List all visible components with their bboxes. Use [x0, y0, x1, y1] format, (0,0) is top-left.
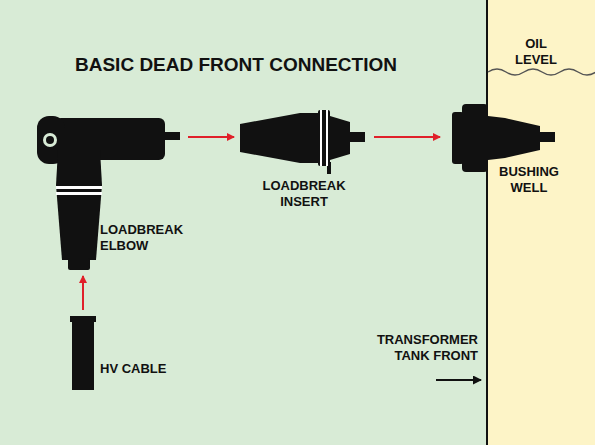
- bushing-well: [452, 104, 555, 172]
- oil-level-line: [488, 69, 595, 75]
- part-label: BUSHING WELL: [494, 164, 564, 195]
- assembly-arrow: [374, 136, 440, 138]
- elbow-band: [56, 192, 102, 195]
- assembly-arrow: [82, 276, 84, 310]
- part-label: HV CABLE: [100, 361, 220, 377]
- part-label: LOADBREAK INSERT: [262, 178, 346, 209]
- part-label: LOADBREAK ELBOW: [100, 222, 190, 253]
- diagram-title: BASIC DEAD FRONT CONNECTION: [75, 54, 397, 77]
- part-label: OIL LEVEL: [506, 36, 566, 67]
- oil-region: [487, 0, 595, 445]
- insert-band: [320, 110, 322, 166]
- tank-wall: [486, 0, 488, 445]
- insert-band: [326, 110, 328, 166]
- elbow-band: [56, 186, 102, 189]
- loadbreak-insert: [240, 110, 365, 174]
- part-label: TRANSFORMER TANK FRONT: [360, 332, 478, 363]
- hv-cable-end: [70, 316, 96, 322]
- pointer-arrow: [436, 379, 481, 381]
- assembly-arrow: [188, 136, 234, 138]
- hv-cable: [72, 316, 94, 390]
